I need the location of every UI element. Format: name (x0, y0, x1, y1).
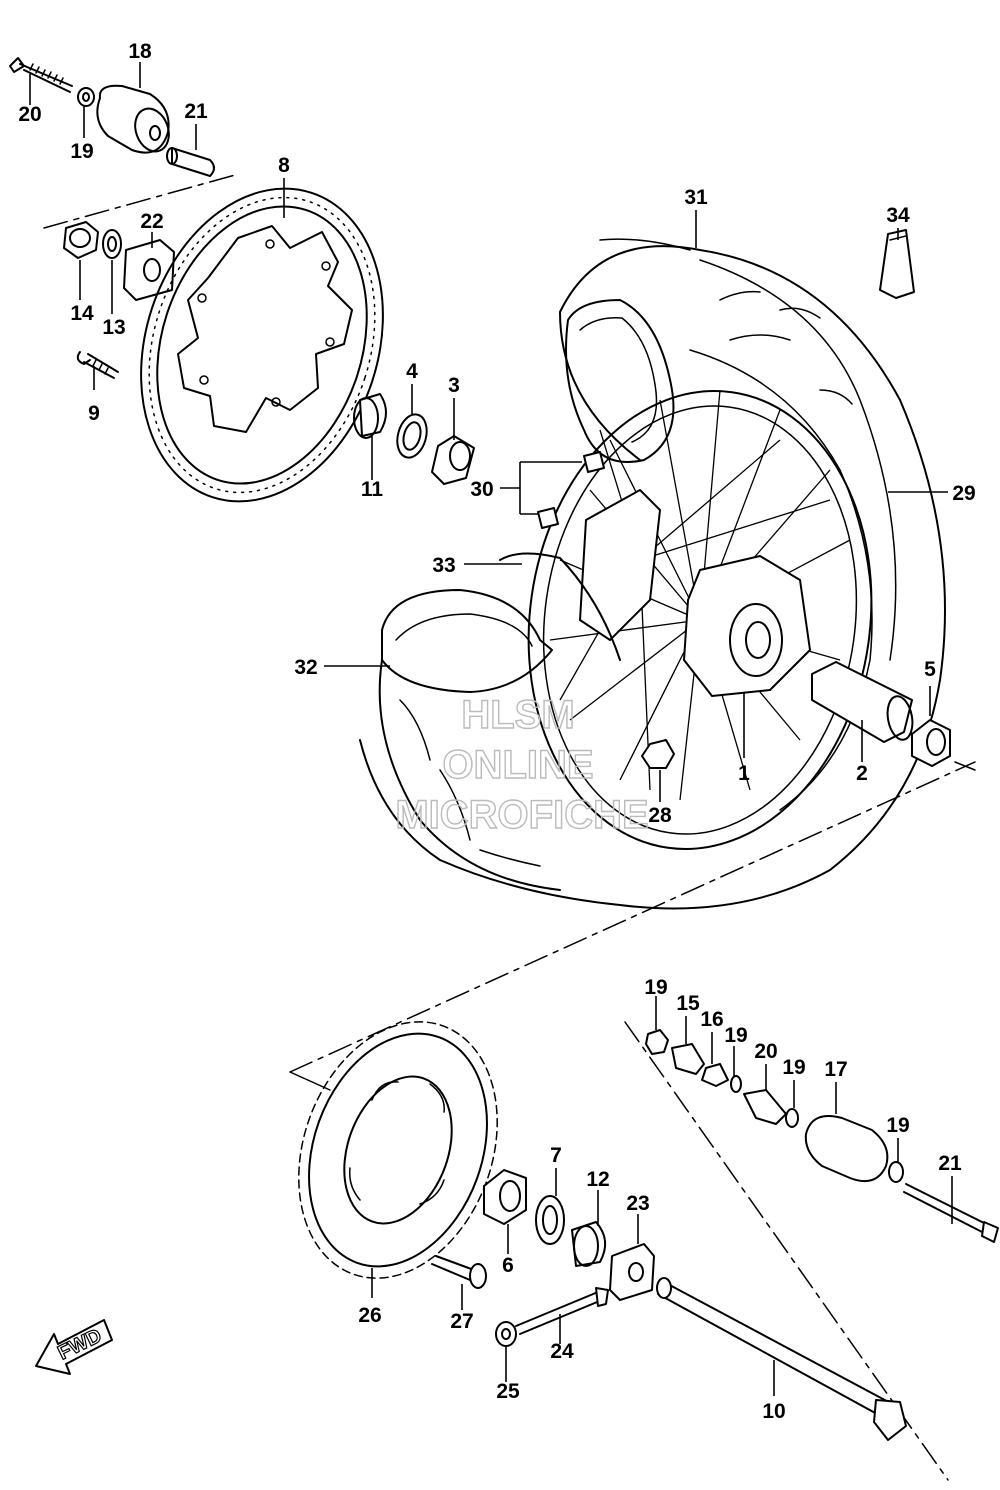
bar-end-weight-18 (96, 84, 170, 154)
tube-34 (565, 299, 675, 463)
callout-23: 20 (18, 103, 41, 126)
bolt-part-23 (9, 57, 73, 93)
callout-12: 12 (586, 1168, 609, 1191)
collar-part-16 (701, 1063, 729, 1087)
bar-end-weight-17 (804, 1115, 889, 1182)
fwd-label: FWD (55, 1325, 106, 1365)
watermark-line-1: HLSM (461, 693, 574, 737)
callout-19: 19 (724, 1024, 747, 1047)
callout-16: 16 (700, 1008, 723, 1031)
bolt-part-27 (515, 1287, 609, 1335)
callout-27: 24 (550, 1340, 574, 1363)
bearing-part-6 (483, 1169, 527, 1225)
collar-part-24 (166, 147, 215, 177)
nut-part-22 (645, 1029, 669, 1055)
brake-disc-8 (140, 187, 384, 503)
washer-part-19-r3 (888, 1161, 904, 1183)
bolt-part-21 (903, 1183, 999, 1243)
bearing-part-3 (431, 435, 475, 485)
plate-part-25 (123, 239, 175, 301)
callout-5: 5 (924, 658, 936, 681)
adjuster-part-26 (609, 1243, 655, 1301)
callout-28: 25 (496, 1380, 520, 1403)
callout-22: 19 (644, 976, 667, 999)
callout-9: 9 (88, 402, 100, 425)
nut-part-14 (63, 221, 99, 259)
callout-35: 32 (294, 656, 317, 679)
callout-19: 19 (782, 1056, 805, 1079)
callout-37: 34 (886, 204, 910, 227)
callout-34: 31 (684, 186, 708, 209)
nut-part-31 (641, 739, 675, 769)
callout-4: 4 (406, 360, 418, 383)
separator-lines (43, 174, 976, 1481)
callout-11: 11 (361, 478, 384, 501)
valve-cap-37 (879, 229, 915, 299)
callout-numbers: 20 18 19 21 8 22 14 13 9 11 4 3 31 34 29… (18, 40, 975, 1423)
seal-part-7 (535, 1195, 565, 1245)
bolt-part-30 (431, 1255, 487, 1289)
spacer-part-11 (353, 393, 387, 439)
callout-10: 10 (762, 1400, 785, 1423)
washer-part-13 (102, 229, 122, 259)
callout-8: 8 (278, 154, 290, 177)
callout-14: 14 (70, 302, 94, 325)
callout-19: 19 (886, 1114, 909, 1137)
screw-part-9 (76, 351, 119, 379)
callout-36: 33 (432, 554, 455, 577)
rim-band-36 (499, 552, 621, 661)
callout-3: 3 (448, 374, 460, 397)
collar-part-15 (671, 1043, 705, 1075)
washer-part-19-r1 (730, 1075, 742, 1093)
callout-1: 1 (738, 762, 750, 785)
callout-30: 27 (450, 1310, 473, 1333)
callout-13: 13 (102, 316, 125, 339)
spacer-part-2 (811, 661, 914, 743)
spacer-part-12 (571, 1221, 607, 1267)
fwd-arrow-icon: FWD (35, 1319, 113, 1375)
axle-part-10 (656, 1277, 907, 1441)
collar-part-20 (743, 1089, 787, 1125)
washer-part-28 (495, 1321, 517, 1347)
callout-25: 22 (140, 210, 163, 233)
callout-6: 6 (502, 1254, 514, 1277)
callout-17: 17 (824, 1058, 847, 1081)
callout-26: 23 (626, 1192, 649, 1215)
callout-29: 26 (358, 1304, 381, 1327)
callout-32: 29 (952, 482, 975, 505)
washer-part-19-top (77, 87, 95, 107)
callout-19: 19 (70, 140, 93, 163)
sprocket-29 (298, 1021, 498, 1279)
callout-2: 2 (856, 762, 868, 785)
callout-24: 21 (184, 100, 208, 123)
seal-part-4 (396, 413, 428, 459)
callout-33: 30 (470, 478, 493, 501)
spoke-nipples-33 (537, 451, 605, 529)
bearing-part-5 (911, 719, 951, 767)
washer-part-19-r2 (785, 1108, 799, 1128)
rim-assembly (527, 389, 873, 850)
watermark-line-2: ONLINE (442, 743, 593, 787)
inner-tube-35 (378, 589, 561, 891)
callout-31: 28 (648, 804, 672, 827)
callout-21: 21 (938, 1152, 962, 1175)
watermark-line-3: MICROFICHE (395, 793, 648, 837)
hub-part-1 (579, 489, 811, 697)
callout-20: 20 (754, 1040, 777, 1063)
callout-7: 7 (550, 1144, 562, 1167)
callout-18: 18 (128, 40, 152, 63)
callout-15: 15 (676, 992, 700, 1015)
leader-lines (29, 62, 953, 1396)
watermark: HLSM ONLINE MICROFICHE (395, 692, 650, 837)
